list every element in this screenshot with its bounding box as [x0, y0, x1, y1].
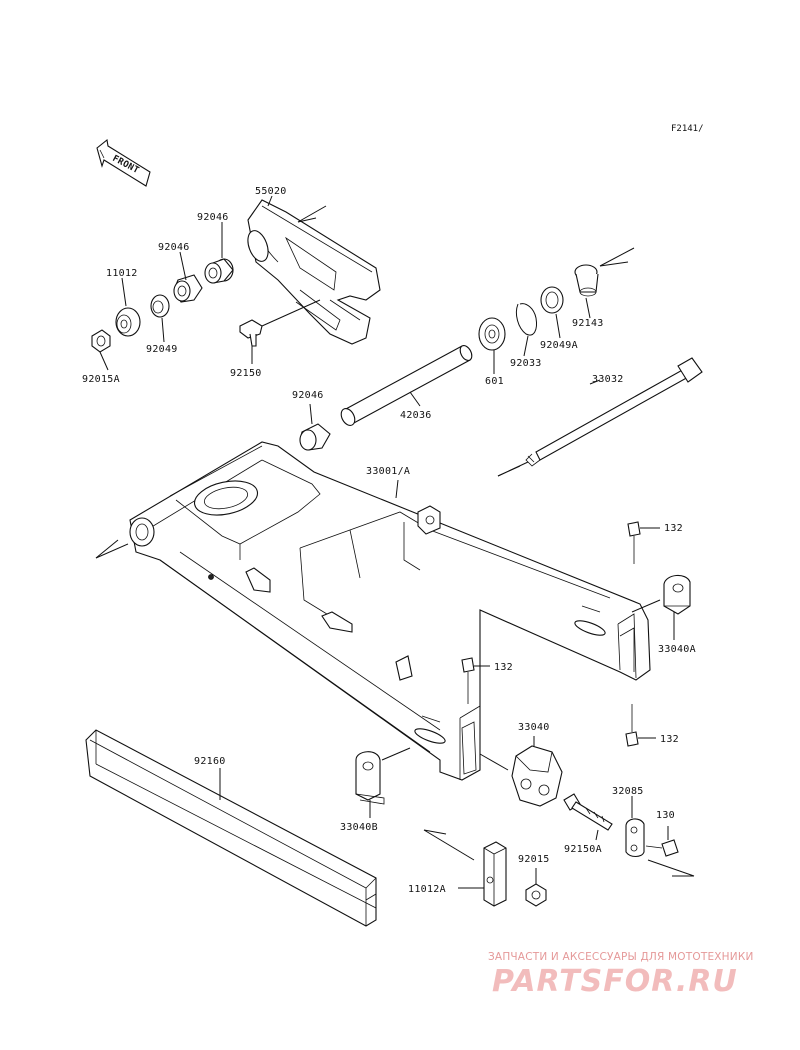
adjuster-plate-part — [355, 751, 385, 805]
part-label-92046: 92046 — [292, 390, 324, 401]
bolt-part — [625, 704, 639, 747]
part-label-132: 132 — [660, 734, 679, 745]
bolt-part — [239, 319, 263, 347]
part-label-132: 132 — [664, 523, 683, 534]
part-label-92160: 92160 — [194, 756, 226, 767]
part-label-92015a: 92015A — [82, 374, 120, 385]
part-label-33032: 33032 — [592, 374, 624, 385]
part-label-55020: 55020 — [255, 186, 287, 197]
adjuster-bolt-part — [563, 793, 613, 831]
front-arrow-icon: FRONT — [96, 138, 151, 187]
part-label-92143: 92143 — [572, 318, 604, 329]
adjuster-block-part — [511, 745, 563, 807]
part-label-33001-a: 33001/A — [366, 466, 410, 477]
part-label-92150: 92150 — [230, 368, 262, 379]
chain-adjuster-block-part — [483, 841, 507, 907]
needle-bearing-part — [299, 423, 331, 451]
part-label-33040a: 33040A — [658, 644, 696, 655]
part-label-92049: 92049 — [146, 344, 178, 355]
nut-part — [525, 883, 547, 907]
nut-part — [91, 329, 111, 353]
circlip-part — [515, 303, 537, 336]
swingarm-part — [129, 441, 651, 781]
cap-part — [115, 307, 141, 337]
part-label-601: 601 — [485, 376, 504, 387]
part-label-132: 132 — [494, 662, 513, 673]
part-label-92150a: 92150A — [564, 844, 602, 855]
needle-bearing-part — [204, 258, 234, 284]
part-label-130: 130 — [656, 810, 675, 821]
seal-part — [540, 286, 564, 314]
seal-part — [150, 294, 170, 318]
sleeve-part — [340, 345, 473, 426]
part-label-42036: 42036 — [400, 410, 432, 421]
part-label-92049a: 92049A — [540, 340, 578, 351]
watermark-caption: ЗАПЧАСТИ И АКСЕССУАРЫ ДЛЯ МОТОТЕХНИКИ — [488, 951, 754, 963]
bolt-part — [461, 657, 475, 704]
pivot-shaft-part — [525, 357, 703, 467]
part-label-92046: 92046 — [158, 242, 190, 253]
part-label-92015: 92015 — [518, 854, 550, 865]
adjuster-plate-part — [663, 574, 691, 615]
part-label-92046: 92046 — [197, 212, 229, 223]
chain-slipper-part — [85, 729, 377, 927]
bracket-part — [625, 818, 645, 858]
part-label-33040: 33040 — [518, 722, 550, 733]
bolt-part — [627, 521, 641, 564]
diagram-ref-code: F2141/ — [671, 124, 704, 134]
part-label-33040b: 33040B — [340, 822, 378, 833]
watermark-logo: PARTSFOR.RU — [492, 964, 738, 999]
chain-guide-part — [247, 199, 381, 345]
needle-bearing-part — [173, 274, 203, 303]
bolt-part — [645, 839, 679, 857]
collar-part — [574, 264, 599, 297]
ball-bearing-part — [478, 317, 506, 351]
part-label-32085: 32085 — [612, 786, 644, 797]
part-label-92033: 92033 — [510, 358, 542, 369]
part-label-11012: 11012 — [106, 268, 138, 279]
part-label-11012a: 11012A — [408, 884, 446, 895]
